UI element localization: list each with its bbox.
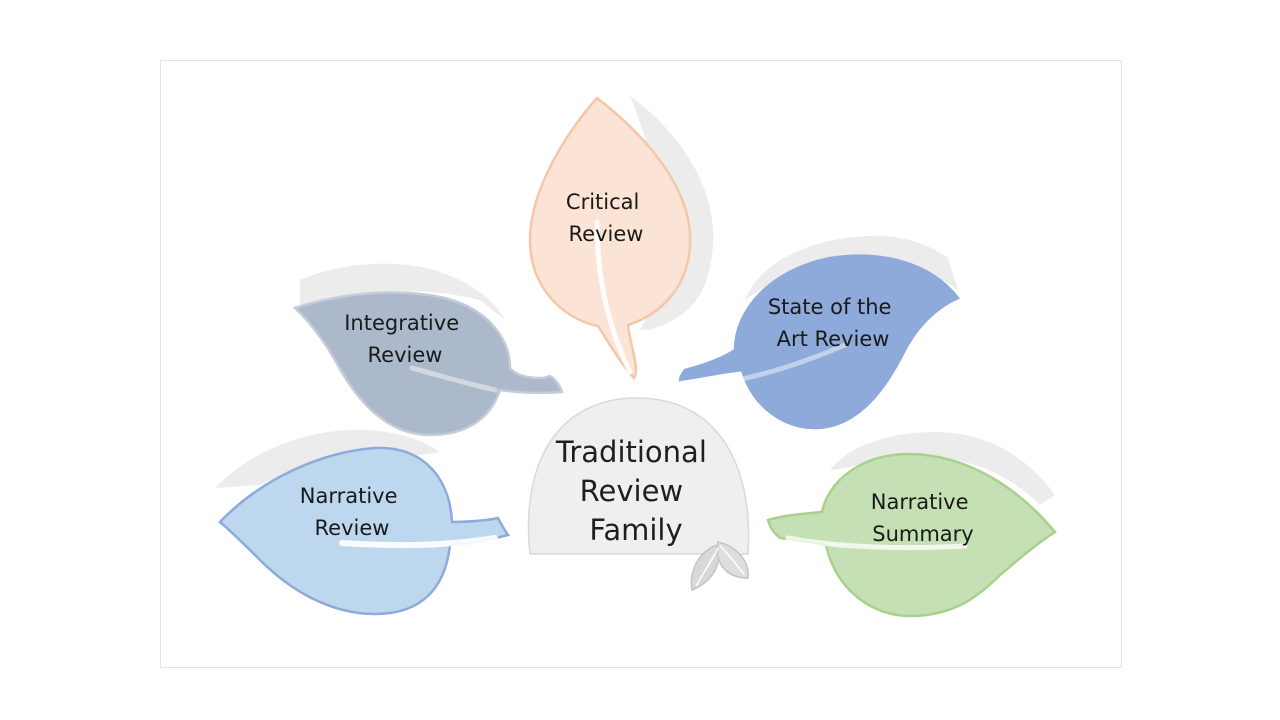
narrative-review-leaf-vein (339, 535, 498, 549)
narrative-review-label-line-2: Review (315, 516, 390, 540)
state-label-line-1: State of the (768, 295, 892, 319)
integrative-leaf-label: Integrative Review (344, 311, 466, 367)
narrative-summary-label-line-2: Summary (872, 522, 973, 546)
narrative-review-leaf-shape (218, 446, 511, 616)
integrative-label-line-2: Review (368, 343, 443, 367)
leaf-critical: Critical Review (528, 96, 692, 381)
leaf-narrative-summary: Narrative Summary (766, 452, 1057, 618)
state-leaf-vein (735, 342, 848, 383)
center-node: Traditional Review Family (527, 397, 750, 555)
leaf-integrative: Integrative Review (292, 291, 564, 437)
narrative-summary-leaf-label: Narrative Summary (871, 490, 975, 546)
state-leaf-label: State of the Art Review (768, 295, 898, 351)
critical-leaf-vein (594, 219, 633, 375)
integrative-leaf-vein (409, 365, 498, 393)
narrative-summary-label-line-1: Narrative (871, 490, 969, 514)
critical-leaf-label: Critical Review (566, 190, 646, 246)
state-leaf-shadow (745, 235, 958, 300)
leaf-state-of-the-art: State of the Art Review (678, 254, 960, 430)
narrative-summary-leaf-vein (785, 535, 968, 551)
narrative-review-leaf-label: Narrative Review (300, 484, 404, 540)
center-label-line-2: Review (580, 474, 683, 508)
center-label-line-3: Family (589, 513, 682, 547)
center-label-line-1: Traditional (555, 435, 707, 469)
narrative-review-label-line-1: Narrative (300, 484, 398, 508)
leaf-narrative-review: Narrative Review (218, 446, 511, 616)
state-label-line-2: Art Review (777, 327, 890, 351)
critical-label-line-1: Critical (566, 190, 639, 214)
state-leaf-shape (678, 254, 960, 430)
small-leaf-vein-icon (695, 545, 745, 587)
integrative-leaf-shadow (300, 263, 505, 320)
small-leaves-icon (690, 541, 749, 592)
center-dome-shape (527, 397, 750, 555)
narrative-summary-leaf-shape (766, 452, 1057, 618)
integrative-label-line-1: Integrative (344, 311, 459, 335)
center-label: Traditional Review Family (555, 435, 716, 547)
critical-label-line-2: Review (569, 222, 644, 246)
narrative-summary-leaf-shadow (830, 432, 1055, 505)
critical-leaf-shape (528, 96, 692, 381)
integrative-leaf-shape (292, 291, 564, 437)
